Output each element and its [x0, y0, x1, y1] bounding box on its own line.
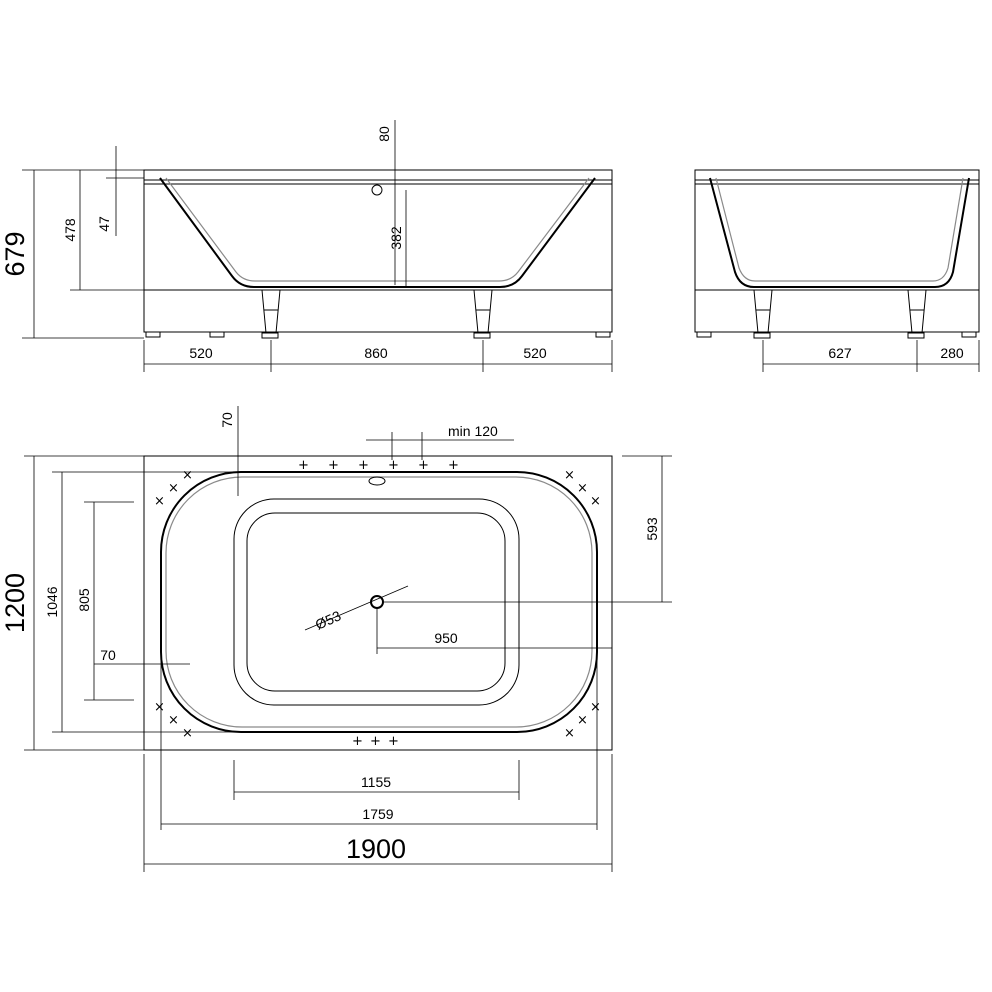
cross-mark: × — [154, 700, 165, 715]
top-view: Ø53 + + + + + + + + + × × × × × × × × × … — [0, 406, 672, 872]
top-dim-1155: 1155 — [361, 774, 391, 790]
front-dim-382: 382 — [388, 226, 404, 250]
top-dim-70-top: 70 — [219, 412, 235, 428]
top-dim-1759: 1759 — [362, 806, 393, 822]
front-dim-520-right: 520 — [523, 345, 547, 361]
side-basin-outline — [709, 177, 970, 288]
front-leg-right — [473, 289, 493, 339]
cross-mark: × — [168, 481, 179, 496]
front-leg-left — [261, 289, 281, 339]
cross-mark: × — [590, 700, 601, 715]
plus-mark: + — [448, 458, 459, 473]
top-dim-1900: 1900 — [346, 834, 406, 864]
cross-mark: × — [577, 481, 588, 496]
front-dim-80: 80 — [376, 126, 392, 142]
front-outer-body — [143, 169, 613, 333]
front-overflow-icon — [371, 184, 383, 196]
top-outer-rim — [143, 455, 613, 751]
top-overflow-icon — [368, 476, 386, 486]
plus-mark: + — [328, 458, 339, 473]
plus-mark: + — [370, 734, 381, 749]
front-dim-860: 860 — [364, 345, 388, 361]
cross-mark: × — [577, 713, 588, 728]
top-dim-1200: 1200 — [0, 573, 30, 633]
side-view: 627 280 — [694, 169, 980, 372]
cross-mark: × — [590, 494, 601, 509]
front-dim-47: 47 — [96, 216, 112, 232]
cross-marks: × × × × × × × × × × × × — [154, 468, 601, 741]
plus-mark: + — [352, 734, 363, 749]
plus-mark: + — [388, 734, 399, 749]
front-view: 679 478 47 80 382 520 860 520 — [0, 120, 613, 372]
front-height-679: 679 — [0, 231, 30, 276]
plus-mark: + — [358, 458, 369, 473]
cross-mark: × — [182, 468, 193, 483]
cross-mark: × — [182, 726, 193, 741]
side-dim-280: 280 — [940, 345, 964, 361]
plus-mark: + — [298, 458, 309, 473]
cross-mark: × — [564, 468, 575, 483]
top-dim-1046: 1046 — [44, 586, 60, 617]
top-dim-drain-diameter: Ø53 — [313, 607, 344, 632]
plus-mark: + — [418, 458, 429, 473]
front-dim-520-left: 520 — [189, 345, 213, 361]
cross-mark: × — [564, 726, 575, 741]
top-dim-950: 950 — [434, 630, 458, 646]
side-dim-627: 627 — [828, 345, 852, 361]
top-dim-70-side: 70 — [100, 647, 116, 663]
cross-mark: × — [168, 713, 179, 728]
top-dim-593: 593 — [644, 517, 660, 541]
top-dim-805: 805 — [76, 588, 92, 612]
side-leg-right — [907, 289, 927, 339]
side-leg-left — [753, 289, 773, 339]
top-dim-min-120: min 120 — [448, 423, 498, 439]
front-basin-outline — [159, 177, 596, 288]
front-dim-478: 478 — [62, 218, 78, 242]
plus-mark: + — [388, 458, 399, 473]
side-outer-body — [694, 169, 980, 333]
cross-mark: × — [154, 494, 165, 509]
plus-marks: + + + + + + + + + — [298, 458, 459, 749]
